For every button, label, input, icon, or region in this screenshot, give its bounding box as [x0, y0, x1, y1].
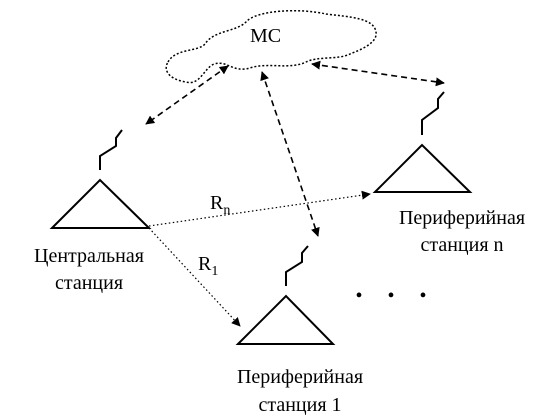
peripheral-n-antenna-icon: [421, 91, 445, 135]
satellite-link-peripheral-1: [260, 71, 320, 237]
peripheral-1-antenna-icon: [285, 245, 309, 286]
central-station: Центральная станция: [34, 129, 152, 294]
central-antenna-icon: [99, 129, 123, 170]
satellite-link-central: [145, 65, 229, 125]
path-r-n: [148, 190, 371, 227]
peripheral-1-name: Периферийная: [237, 366, 363, 388]
peripheral-station-n: Периферийная станция n: [372, 91, 525, 256]
peripheral-n-name: Периферийная: [399, 207, 525, 229]
label-r-1: R1: [198, 253, 218, 279]
peripheral-station-1: Периферийная станция 1: [235, 245, 363, 416]
peripheral-n-triangle: [372, 143, 473, 193]
peripheral-1-triangle: [235, 294, 336, 345]
peripheral-1-subtitle: станция 1: [258, 394, 341, 416]
label-r-1-letter: R: [198, 253, 212, 275]
satellite-label: МС: [250, 25, 281, 47]
satellite-link-peripheral-n: [311, 60, 445, 87]
peripheral-n-subtitle: станция n: [420, 234, 503, 256]
path-r-1: [148, 227, 241, 327]
label-r-1-subscript: 1: [211, 264, 218, 279]
satellite-cloud: МС: [165, 10, 377, 84]
central-station-name: Центральная: [34, 245, 144, 267]
central-station-subtitle: станция: [55, 272, 123, 294]
label-r-n-letter: R: [210, 192, 224, 214]
label-r-n-subscript: n: [223, 203, 230, 218]
central-station-triangle: [49, 178, 152, 229]
label-r-n: Rn: [210, 192, 230, 218]
more-stations-ellipsis: • • •: [355, 285, 436, 307]
